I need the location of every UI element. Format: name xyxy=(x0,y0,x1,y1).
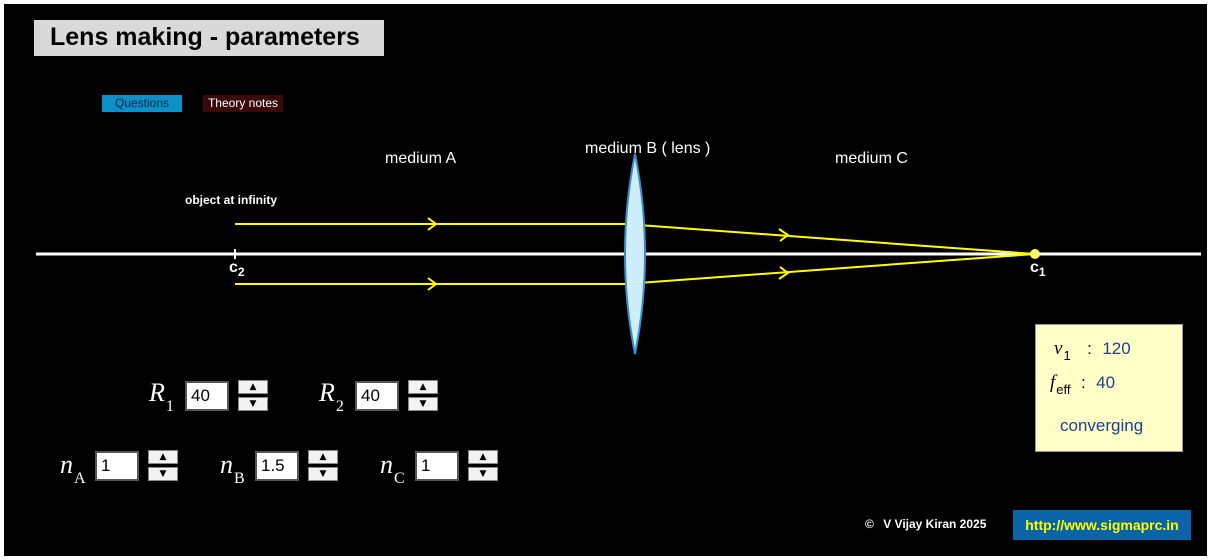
medium-b-label: medium B ( lens ) xyxy=(585,140,711,157)
r1-stepper: ▲ ▼ xyxy=(238,380,268,412)
nc-stepper: ▲ ▼ xyxy=(468,450,498,482)
r2-symbol: R2 xyxy=(319,378,344,415)
na-input[interactable] xyxy=(95,451,139,481)
nc-decrement-button[interactable]: ▼ xyxy=(468,467,498,481)
nc-increment-button[interactable]: ▲ xyxy=(468,450,498,464)
r1-symbol: R1 xyxy=(149,378,174,415)
na-decrement-button[interactable]: ▼ xyxy=(148,467,178,481)
na-symbol: nA xyxy=(60,450,86,487)
v1-result: v1 : 120 xyxy=(1054,338,1131,363)
lens-shape xyxy=(624,153,646,355)
c2-label: c2 xyxy=(229,259,245,279)
nb-input[interactable] xyxy=(255,451,299,481)
upper-ray-arrow-1 xyxy=(427,217,438,231)
simulation-canvas: Lens making - parameters Questions Theor… xyxy=(4,4,1207,556)
r1-increment-button[interactable]: ▲ xyxy=(238,380,268,394)
r1-decrement-button[interactable]: ▼ xyxy=(238,397,268,411)
medium-a-label: medium A xyxy=(385,150,457,167)
questions-button[interactable]: Questions xyxy=(102,95,182,112)
lens-type-result: converging xyxy=(1060,416,1144,435)
r2-increment-button[interactable]: ▲ xyxy=(408,380,438,394)
c1-label: c1 xyxy=(1030,259,1046,279)
feff-result: feff : 40 xyxy=(1050,372,1116,397)
website-link[interactable]: http://www.sigmaprc.in xyxy=(1013,510,1191,540)
nc-symbol: nC xyxy=(380,450,405,487)
focal-point-marker xyxy=(1030,249,1040,259)
lower-ray-arrow-1 xyxy=(427,277,438,291)
copyright-icon: © xyxy=(865,517,874,531)
r1-input[interactable] xyxy=(185,381,229,411)
v1-value: 120 xyxy=(1102,339,1131,358)
theory-notes-button[interactable]: Theory notes xyxy=(203,95,283,112)
page-title: Lens making - parameters xyxy=(50,23,360,51)
copyright-text: © V Vijay Kiran 2025 xyxy=(865,517,987,531)
nb-increment-button[interactable]: ▲ xyxy=(308,450,338,464)
r2-input[interactable] xyxy=(355,381,399,411)
medium-c-label: medium C xyxy=(835,150,908,167)
title-banner: Lens making - parameters xyxy=(34,20,384,56)
r2-decrement-button[interactable]: ▼ xyxy=(408,397,438,411)
nb-symbol: nB xyxy=(220,450,245,487)
object-at-infinity-label: object at infinity xyxy=(185,193,278,207)
r2-stepper: ▲ ▼ xyxy=(408,380,438,412)
nc-input[interactable] xyxy=(415,451,459,481)
na-stepper: ▲ ▼ xyxy=(148,450,178,482)
lower-ray-arrow-2 xyxy=(778,266,790,280)
nb-decrement-button[interactable]: ▼ xyxy=(308,467,338,481)
upper-ray-arrow-2 xyxy=(778,228,790,242)
results-panel: v1 : 120 feff : 40 converging xyxy=(1035,324,1183,452)
optics-diagram xyxy=(36,153,1201,355)
feff-value: 40 xyxy=(1096,373,1116,392)
na-increment-button[interactable]: ▲ xyxy=(148,450,178,464)
nb-stepper: ▲ ▼ xyxy=(308,450,338,482)
